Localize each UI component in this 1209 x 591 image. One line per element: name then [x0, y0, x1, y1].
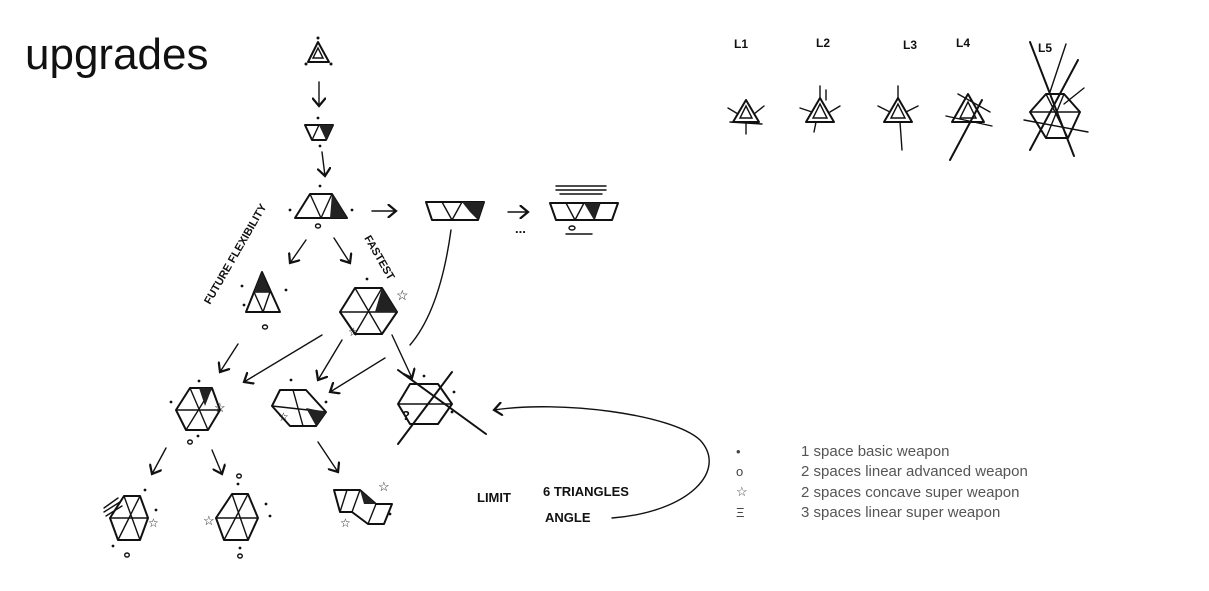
concave-super-weapon-symbol: ☆	[736, 484, 748, 500]
ship-node-fastest: ☆ ☆	[339, 277, 409, 339]
arrow-2-to-3	[322, 151, 325, 176]
page-title: upgrades	[25, 30, 209, 79]
connector-strip-to-x	[409, 229, 452, 346]
ship-node-row4-d: ☆	[203, 473, 272, 559]
ship-node-row4-c: ☆	[103, 488, 159, 558]
linear-advanced-weapon-symbol: o	[736, 464, 744, 480]
ship-node-row3-b: ☆	[271, 378, 328, 427]
arrow-flex-to-a	[220, 343, 239, 372]
svg-text:☆: ☆	[203, 513, 215, 528]
angle-arrow	[494, 407, 710, 519]
ship-node-long-strip	[549, 185, 619, 235]
svg-text:☆: ☆	[278, 410, 289, 424]
arrow-3-to-fast	[333, 237, 350, 263]
ship-node-row4-e: ☆ ☆	[333, 479, 393, 530]
legend-text: 3 spaces linear super weapon	[801, 504, 1001, 522]
svg-text:☆: ☆	[396, 287, 409, 303]
arrow-a-to-c	[152, 447, 167, 474]
level-ship-2	[799, 85, 841, 133]
level-label-1: L1	[734, 37, 748, 51]
ship-node-flexibility	[240, 271, 288, 330]
arrow-fast-to-b	[318, 339, 343, 380]
legend-row: o 2 spaces linear advanced weapon	[736, 462, 1028, 483]
arrow-b-to-e	[317, 441, 338, 472]
ship-node-root	[304, 36, 333, 66]
linear-super-weapon-symbol: Ξ	[736, 505, 745, 521]
level-label-4: L4	[956, 36, 970, 50]
level-ship-5	[1023, 41, 1089, 157]
arrow-fast-to-a	[244, 334, 323, 382]
level-label-2: L2	[816, 36, 830, 50]
ship-node-2	[304, 116, 334, 148]
arrow-fast-to-x	[391, 334, 412, 378]
limit-label: LIMIT	[477, 490, 511, 505]
fastest-label: FASTEST	[361, 234, 396, 283]
svg-text:☆: ☆	[378, 479, 390, 494]
angle-label: ANGLE	[545, 510, 591, 525]
level-label-5: L5	[1038, 41, 1052, 55]
level-ship-3	[877, 85, 919, 151]
six-triangles-label: 6 TRIANGLES	[543, 484, 629, 499]
legend-text: 1 space basic weapon	[801, 442, 950, 460]
legend-row: • 1 space basic weapon	[736, 441, 1028, 462]
legend-text: 2 spaces linear advanced weapon	[801, 463, 1028, 481]
arrow-3-to-flex	[290, 239, 307, 263]
question-mark: ?	[402, 408, 410, 423]
arrow-a-to-d	[211, 449, 222, 474]
svg-text:☆: ☆	[214, 400, 226, 415]
svg-text:☆: ☆	[148, 516, 159, 530]
ship-node-3	[288, 184, 354, 229]
legend-row: Ξ 3 spaces linear super weapon	[736, 503, 1028, 524]
legend-text: 2 spaces concave super weapon	[801, 483, 1020, 501]
level-label-3: L3	[903, 38, 917, 52]
ship-node-strip	[425, 201, 485, 221]
svg-text:☆: ☆	[340, 516, 351, 530]
svg-text:☆: ☆	[348, 325, 359, 339]
legend-row: ☆ 2 spaces concave super weapon	[736, 482, 1028, 503]
ship-node-row3-a: ☆	[169, 379, 226, 445]
weapon-legend: • 1 space basic weapon o 2 spaces linear…	[736, 441, 1028, 523]
arrow-strip-to-b	[330, 357, 386, 392]
level-ship-4	[945, 93, 993, 161]
ellipsis-label: ...	[515, 221, 526, 236]
ship-node-row3-x: ?	[397, 369, 487, 445]
basic-weapon-symbol: •	[736, 443, 741, 459]
level-ship-1	[727, 99, 765, 135]
